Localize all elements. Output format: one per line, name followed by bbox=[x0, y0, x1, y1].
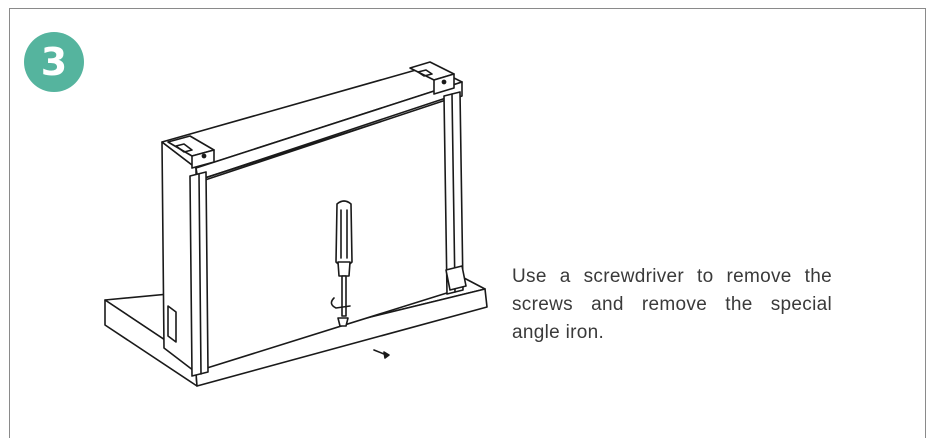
screwdriver bbox=[330, 200, 353, 327]
instruction-panel bbox=[9, 8, 926, 438]
cabinet-top-panel bbox=[161, 65, 463, 181]
instruction-text: Use a screwdriver to remove the screws a… bbox=[512, 266, 832, 343]
lower-bracket-right bbox=[445, 265, 467, 291]
right-rail bbox=[443, 91, 464, 295]
angle-bracket-right bbox=[409, 61, 455, 95]
angle-bracket-left bbox=[167, 135, 215, 169]
left-rail bbox=[189, 171, 209, 377]
loose-screw bbox=[373, 349, 390, 359]
step-number-badge: 3 bbox=[24, 32, 84, 92]
